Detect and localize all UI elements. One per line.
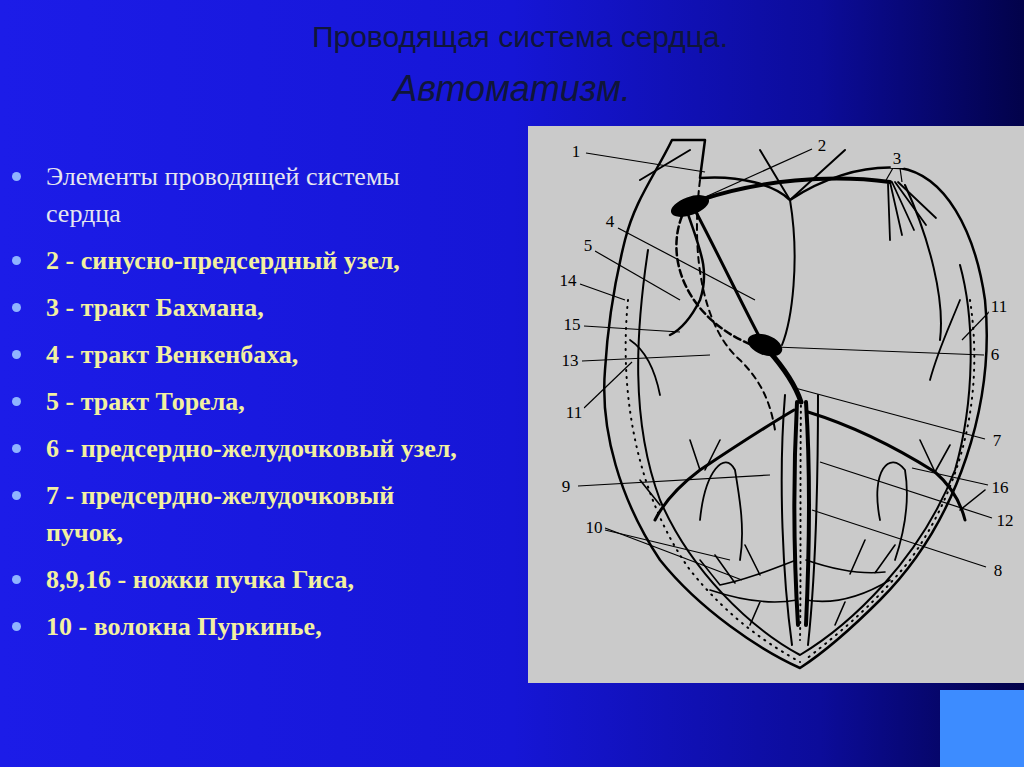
callout-number: 11 [989,298,1009,316]
callout-number: 8 [992,562,1005,580]
bullet-dot [12,397,21,406]
bullet-text: 6 - предсердно-желудочковый узел, [46,430,458,467]
slide-subtitle: Автоматизм. [12,68,1012,110]
bullet-text: Элементы проводящей системы сердца [46,158,458,232]
callout-number: 12 [995,512,1016,530]
bullet-dot [12,622,21,631]
callout-number: 3 [891,150,904,168]
bullet-text: 5 - тракт Торела, [46,383,458,420]
bullet-list: Элементы проводящей системы сердца 2 - си… [46,158,458,655]
callout-number: 9 [560,478,573,496]
bullet-dot [12,575,21,584]
slide-title: Проводящая система сердца. [20,20,1020,54]
figure-panel [528,126,1024,683]
bullet-dot [12,172,21,181]
bullet-text: 10 - волокна Пуркинье, [46,608,458,645]
callout-number: 16 [990,479,1011,497]
callout-number: 15 [562,316,583,334]
callout-number: 1 [570,143,583,161]
bullet-text: 8,9,16 - ножки пучка Гиса, [46,561,458,598]
callout-number: 13 [560,352,581,370]
bullet-dot [12,444,21,453]
sinoatrial-node [668,191,712,222]
bullet-dot [12,303,21,312]
callout-number: 5 [582,237,595,255]
heart-outline [604,140,986,668]
atrioventricular-node [745,329,786,360]
bullet-dot [12,350,21,359]
callout-number: 6 [989,346,1002,364]
bullet-dot [12,256,21,265]
callout-number: 14 [558,272,579,290]
leader-lines [578,149,992,580]
bullet-text: 3 - тракт Бахмана, [46,289,458,326]
bullet-dot [12,491,21,500]
callout-number: 7 [991,432,1004,450]
callout-number: 10 [584,519,605,537]
callout-number: 11 [564,404,584,422]
callout-number: 4 [604,213,617,231]
bullet-text: 7 - предсердно-желудочковый пучок, [46,477,458,551]
corner-accent [940,690,1024,767]
bullet-text: 4 - тракт Венкенбаха, [46,336,458,373]
bullet-text: 2 - синусно-предсердный узел, [46,242,458,279]
callout-number: 2 [816,137,829,155]
